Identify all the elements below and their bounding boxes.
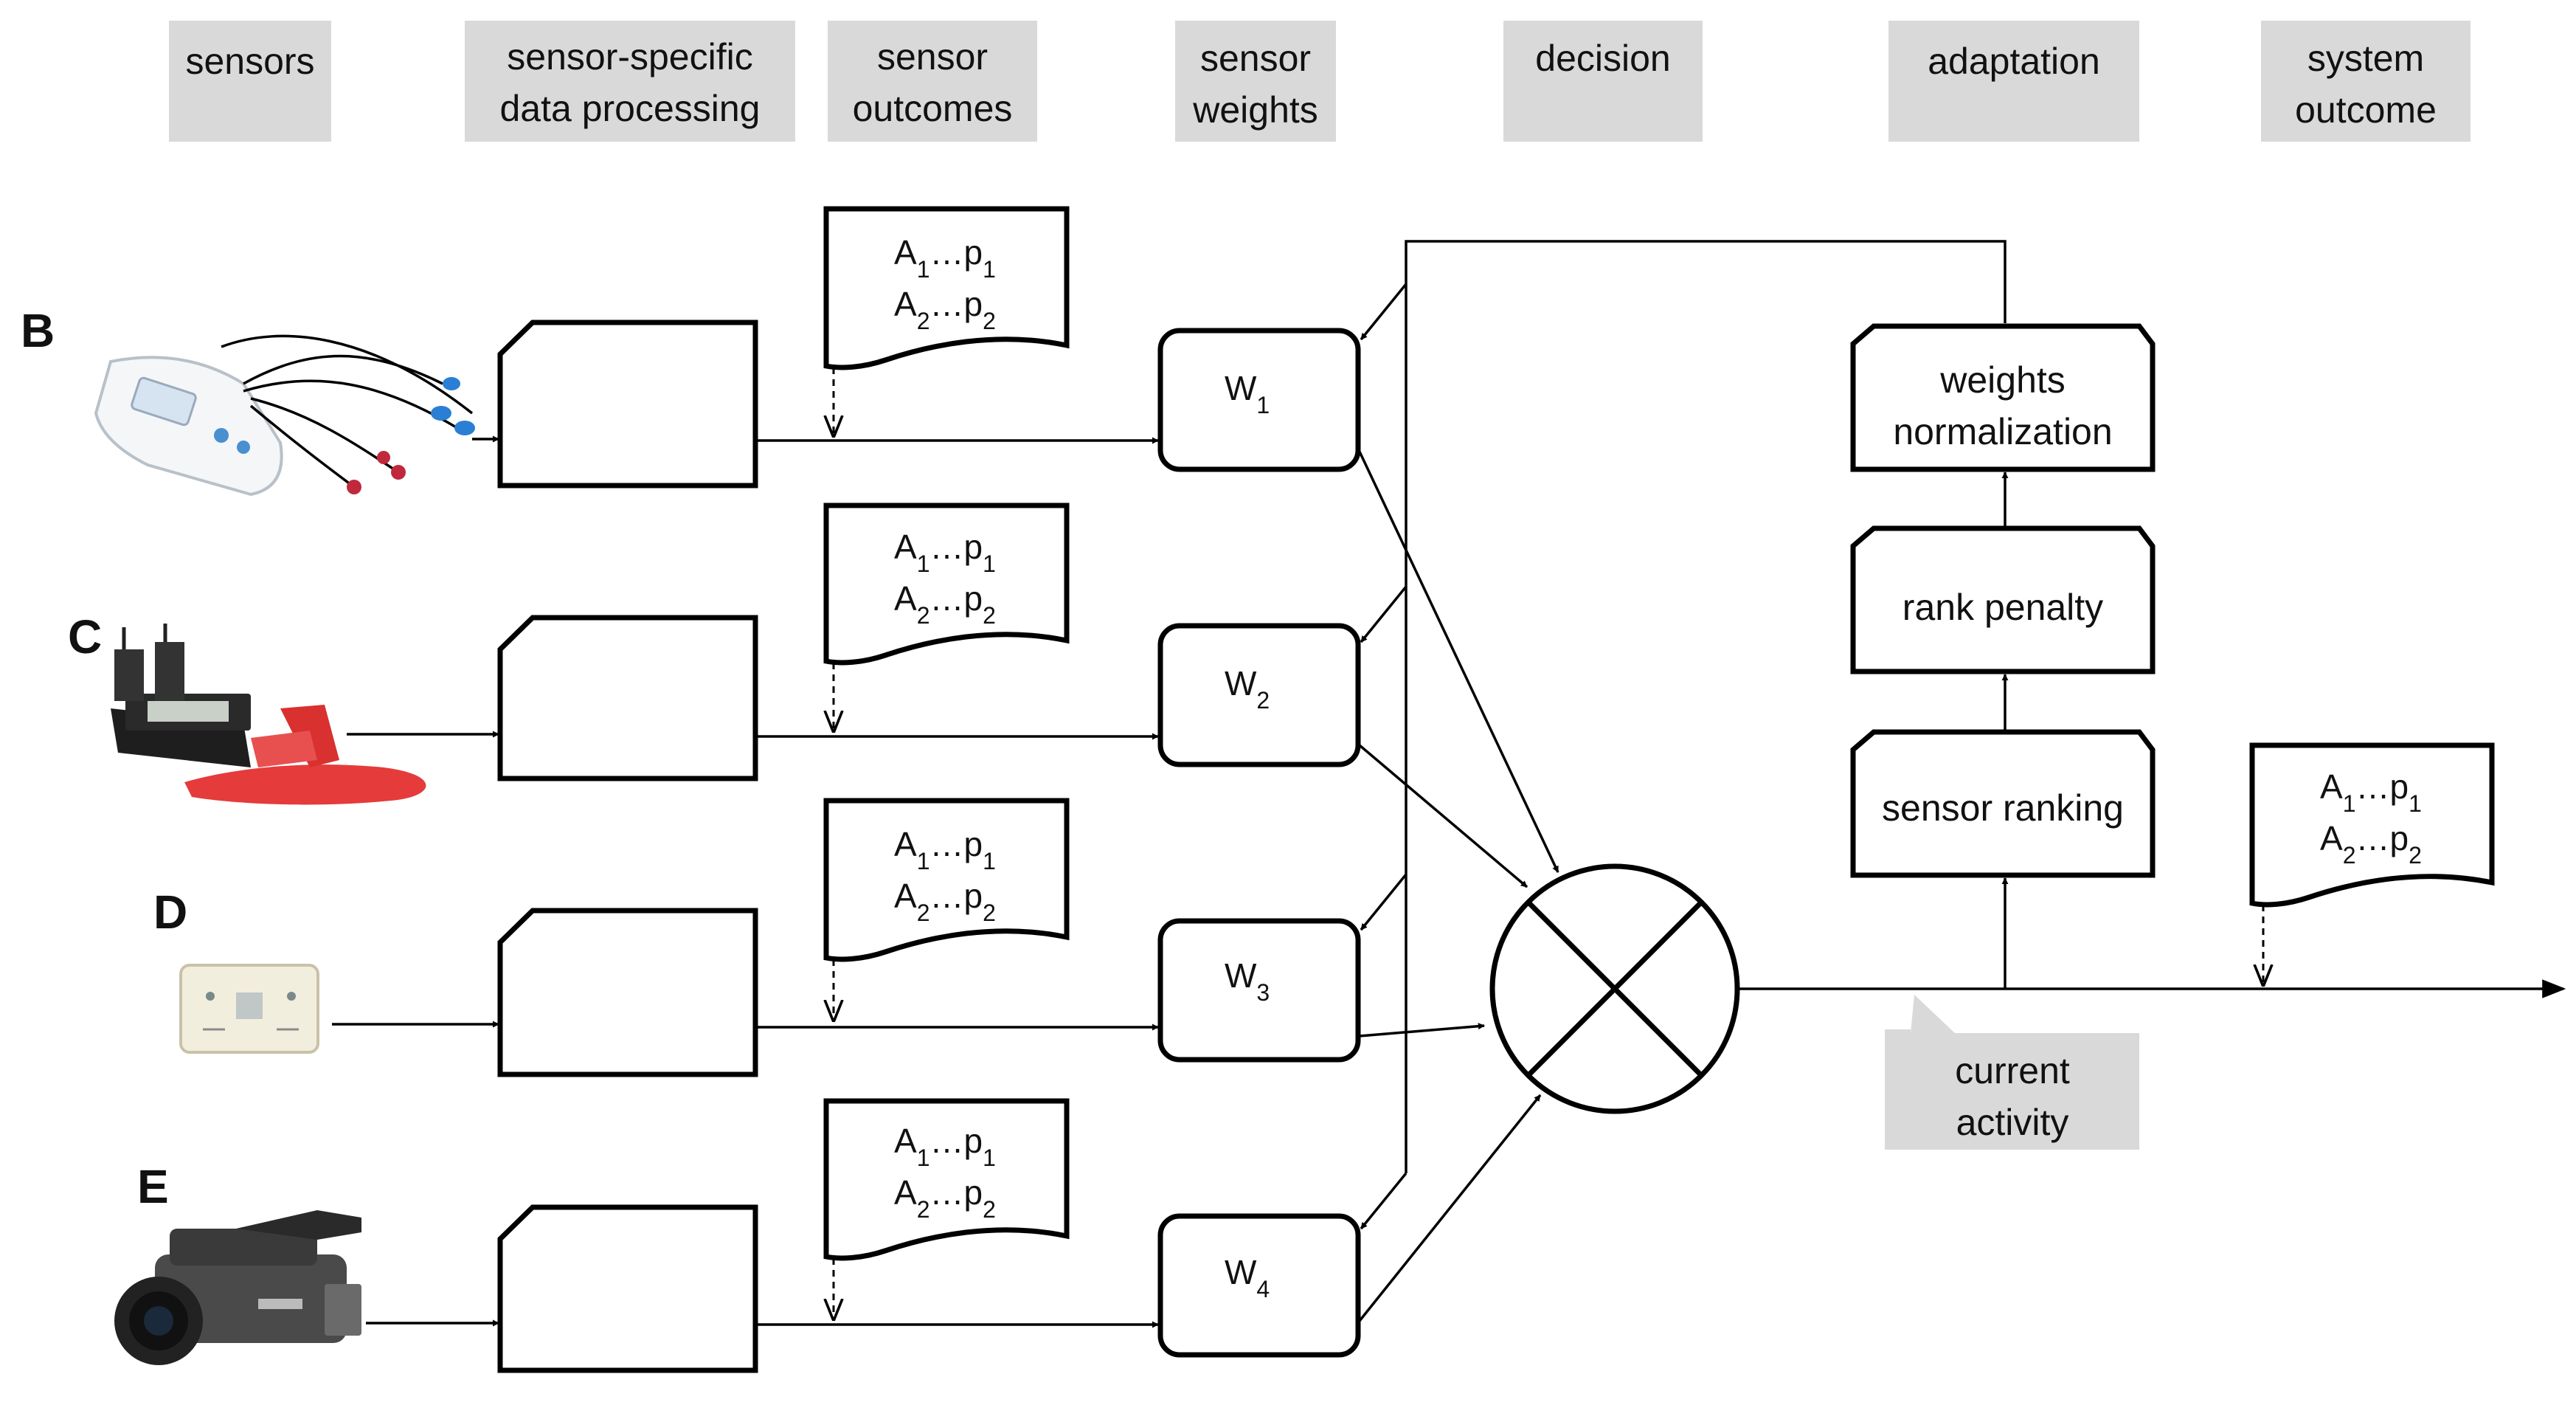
processing-box-d (497, 908, 758, 1077)
system-doc-line2: A2…p2 (2320, 819, 2422, 869)
weight-label-1: W1 (1225, 369, 1270, 418)
arrow-w3-decision (1359, 1023, 1485, 1038)
header-data-processing-line2: data processing (499, 88, 760, 129)
current-activity-callout: current activity (1885, 995, 2139, 1150)
sensor-letter-c: C (68, 610, 102, 663)
weight-label-4: W4 (1225, 1253, 1270, 1302)
header-decision-label: decision (1535, 38, 1670, 79)
processing-box-e (497, 1204, 758, 1373)
header-sensor-weights-line1: sensor (1200, 38, 1311, 79)
header-data-processing: sensor-specific data processing (465, 21, 795, 142)
rank-penalty-label: rank penalty (1902, 587, 2103, 628)
weights-normalization-line2: normalization (1893, 411, 2112, 452)
header-adaptation-label: adaptation (1928, 41, 2100, 82)
sensor-letter-e: E (137, 1160, 169, 1213)
weight-label-2: W2 (1225, 664, 1270, 714)
sensor-letter-d: D (153, 886, 187, 939)
header-data-processing-line1: sensor-specific (507, 36, 752, 77)
weight-box-1: W1 (1157, 328, 1361, 472)
pressure-insole-icon (111, 624, 426, 805)
doc-c-line1: A1…p1 (894, 528, 996, 577)
header-system-outcome: system outcome (2261, 21, 2471, 142)
feedback-arrow-4 (1360, 1172, 1408, 1230)
weight-box-2: W2 (1157, 623, 1361, 767)
doc-d-line1: A1…p1 (894, 825, 996, 874)
weight-box-3: W3 (1157, 918, 1361, 1063)
processing-box-b (497, 320, 758, 489)
feedback-line (1405, 240, 2007, 1173)
doc-d-line2: A2…p2 (894, 877, 996, 926)
arrow-w4-decision (1358, 1094, 1542, 1322)
sensor-outcome-doc-c: A1…p1 A2…p2 (823, 503, 1070, 666)
sensor-ranking-label: sensor ranking (1882, 787, 2124, 829)
sensor-ranking-box: sensor ranking (1850, 729, 2156, 878)
doc-e-line1: A1…p1 (894, 1122, 996, 1171)
weights-normalization-box: weights normalization (1850, 323, 2156, 472)
arrow-w1-decision (1358, 451, 1559, 873)
video-camera-icon (114, 1210, 361, 1365)
rank-penalty-box: rank penalty (1850, 525, 2156, 674)
header-system-outcome-line2: outcome (2295, 89, 2437, 131)
ecg-monitor-icon (94, 334, 475, 497)
current-activity-line2: activity (1956, 1102, 2069, 1143)
header-system-outcome-line1: system (2307, 38, 2424, 79)
feedback-arrow-1 (1360, 283, 1408, 341)
sensor-outcome-doc-b: A1…p1 A2…p2 (823, 206, 1070, 370)
header-sensor-outcomes: sensor outcomes (828, 21, 1037, 142)
sensor-outcome-doc-d: A1…p1 A2…p2 (823, 798, 1070, 962)
sensor-letter-b: B (21, 304, 55, 357)
doc-b-line2: A2…p2 (894, 285, 996, 334)
weight-label-3: W3 (1225, 956, 1270, 1006)
arrow-w2-decision (1358, 744, 1528, 888)
processing-box-c (497, 615, 758, 781)
weights-normalization-line1: weights (1939, 359, 2066, 401)
decision-fusion-node (1489, 863, 1740, 1114)
doc-b-line1: A1…p1 (894, 233, 996, 283)
header-adaptation: adaptation (1888, 21, 2139, 142)
feedback-arrow-3 (1360, 873, 1408, 931)
feedback-arrow-2 (1360, 585, 1408, 643)
doc-e-line2: A2…p2 (894, 1173, 996, 1223)
current-activity-line1: current (1955, 1050, 2070, 1091)
header-decision: decision (1503, 21, 1703, 142)
sensor-outcome-doc-e: A1…p1 A2…p2 (823, 1098, 1070, 1261)
header-sensor-weights: sensor weights (1175, 21, 1336, 142)
header-sensor-outcomes-line2: outcomes (853, 88, 1013, 129)
system-outcome-doc: A1…p1 A2…p2 (2249, 742, 2495, 908)
header-sensors-label: sensors (185, 41, 314, 82)
header-sensors: sensors (169, 21, 331, 142)
accelerometer-icon (179, 964, 319, 1054)
doc-c-line2: A2…p2 (894, 579, 996, 629)
weight-box-4: W4 (1157, 1213, 1361, 1358)
header-sensor-outcomes-line1: sensor (877, 36, 988, 77)
header-sensor-weights-line2: weights (1192, 89, 1318, 131)
system-doc-line1: A1…p1 (2320, 767, 2422, 817)
